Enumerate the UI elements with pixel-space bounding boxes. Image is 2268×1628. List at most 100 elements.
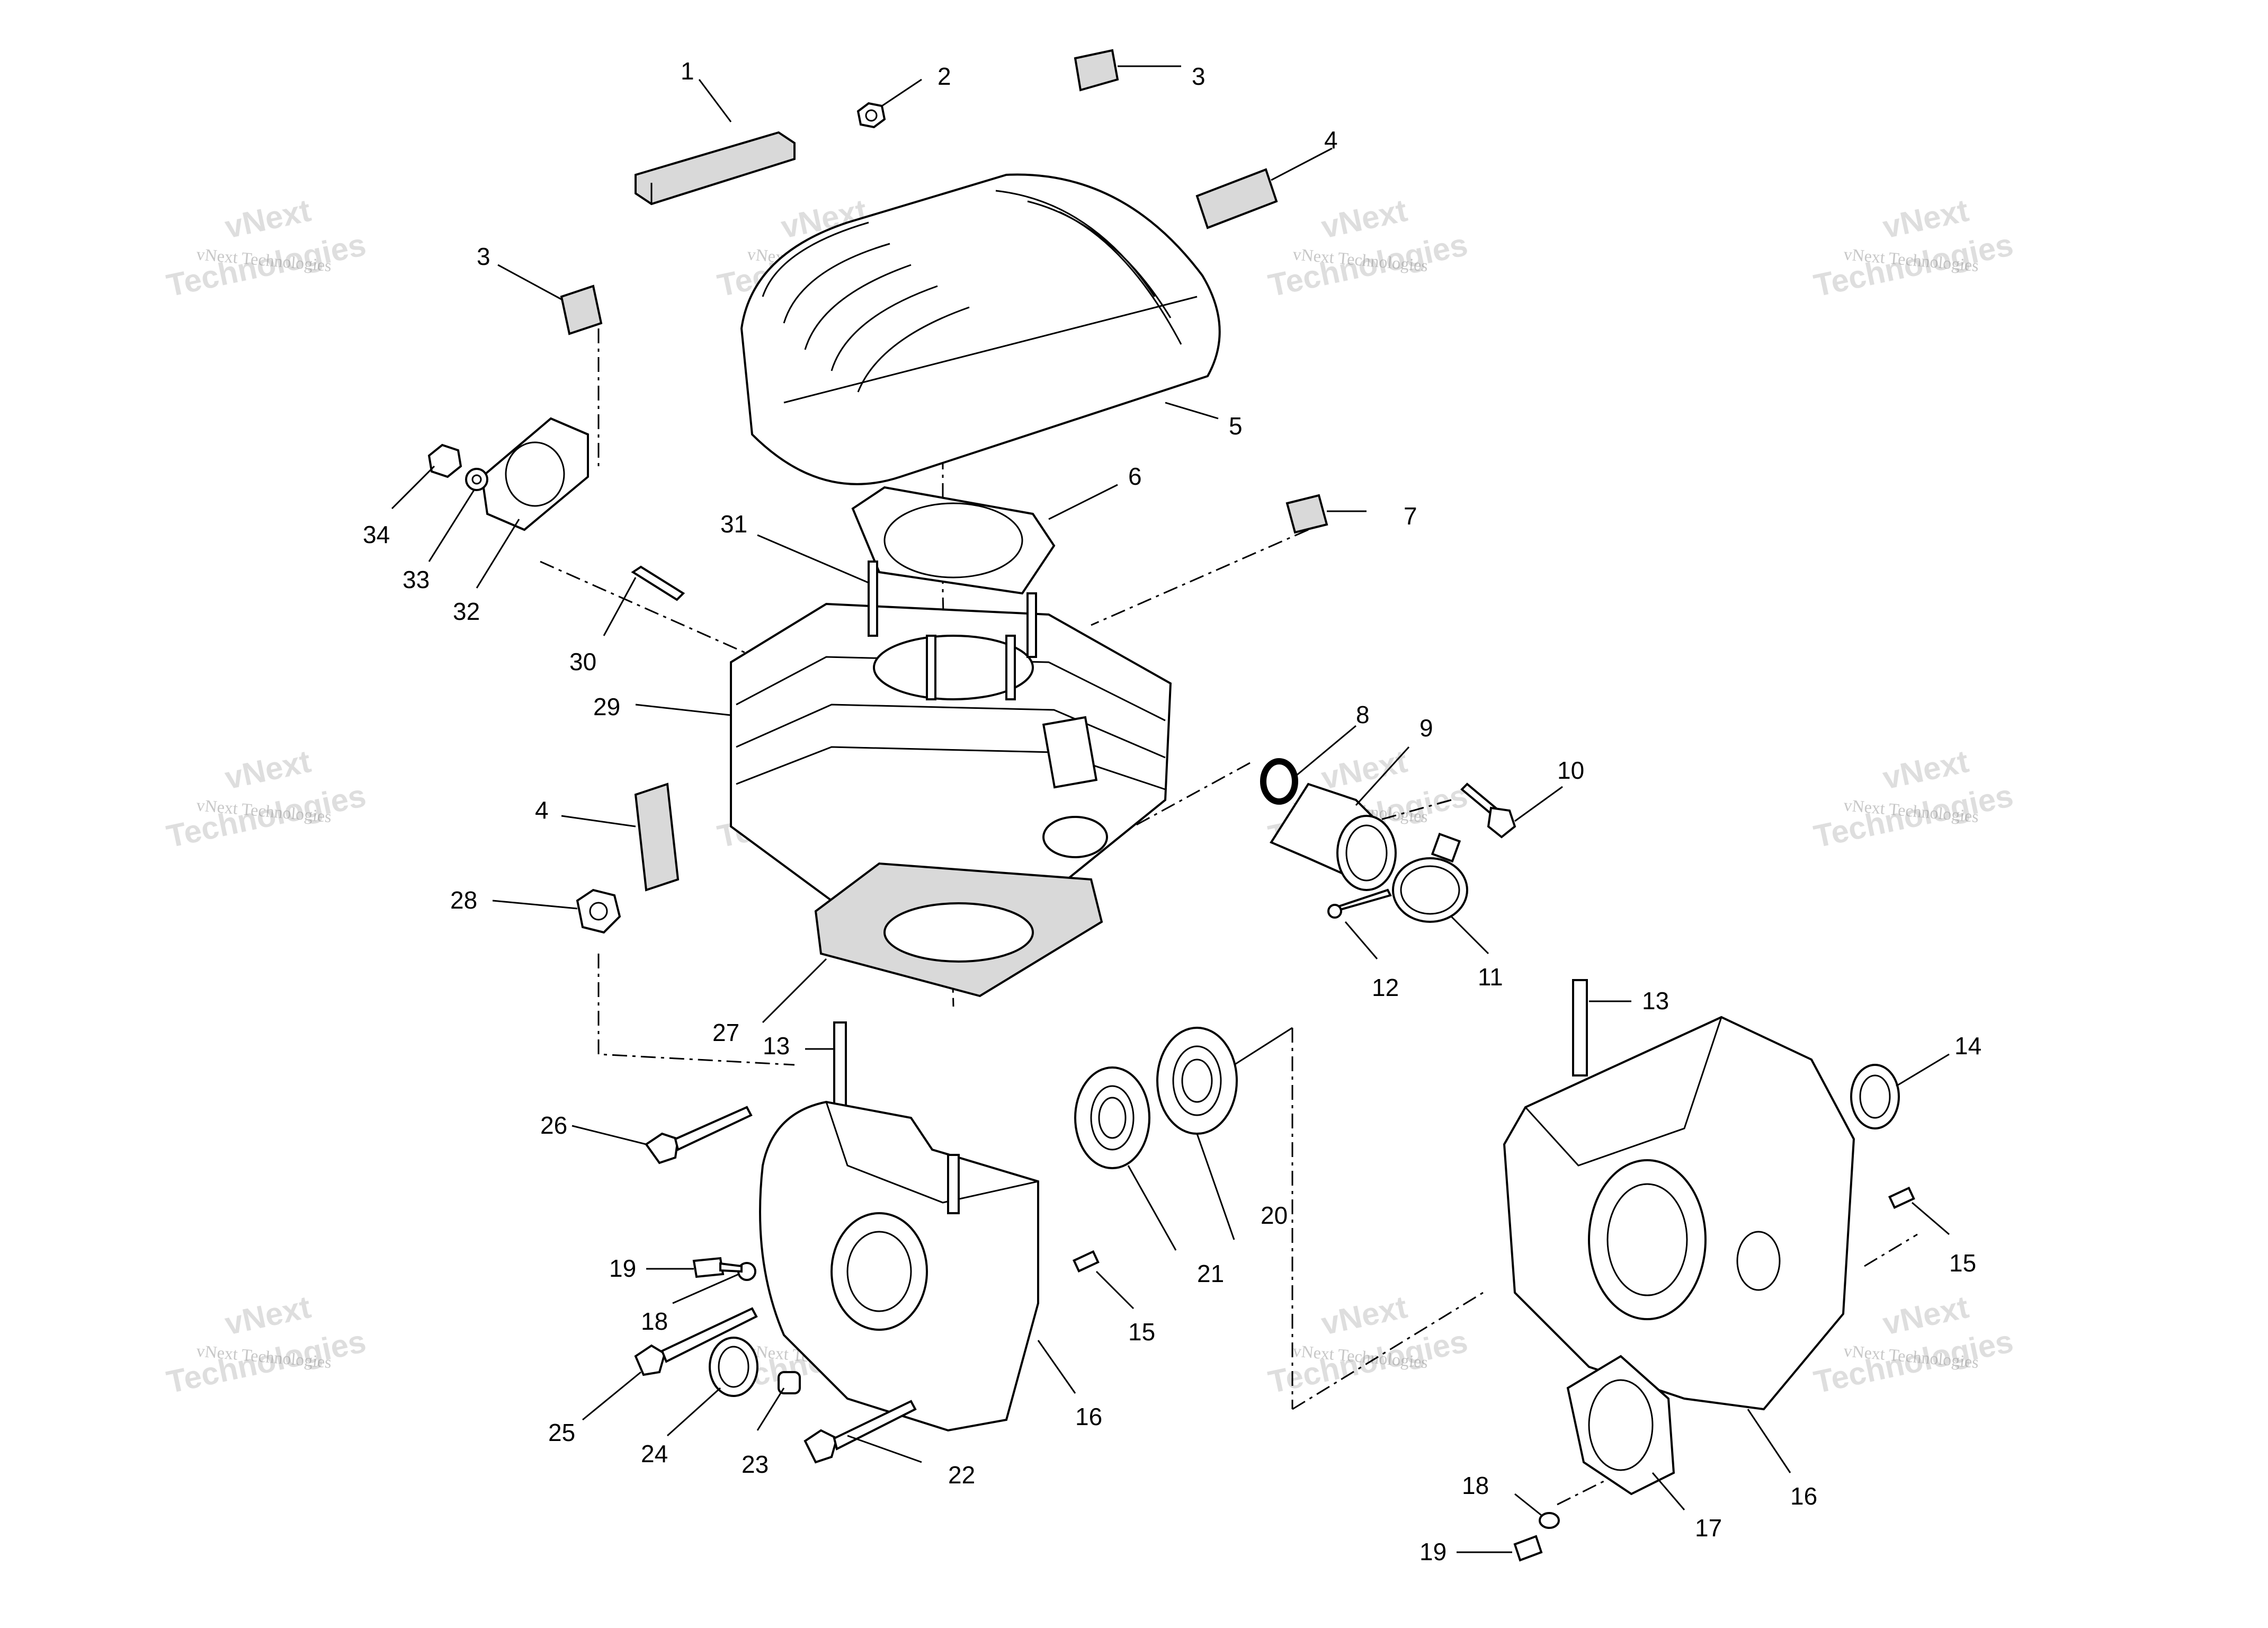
part-4-damper-top — [1195, 168, 1278, 229]
callout-12: 12 — [1372, 974, 1399, 1001]
assembly-line-cap-right — [1091, 529, 1309, 626]
leader-27 — [762, 958, 827, 1024]
leader-31 — [757, 534, 869, 584]
part-3-damper-block-top — [1074, 49, 1119, 92]
part-9-intake-manifold — [1270, 782, 1397, 891]
part-17-side-gasket — [1566, 1355, 1675, 1496]
leader-30 — [603, 577, 637, 636]
watermark-big-word: vNext — [222, 743, 314, 796]
leader-1 — [698, 79, 732, 122]
leader-26 — [572, 1125, 647, 1145]
watermark-big-word: vNext — [1318, 743, 1410, 796]
part-30-stud — [631, 565, 685, 601]
part-6-head-gasket — [851, 486, 1056, 595]
part-4-damper-left — [634, 782, 680, 892]
callout-24: 24 — [641, 1440, 668, 1467]
leader-3b — [497, 264, 562, 300]
watermark-bottom-left: vNext Technologies vNext Technologies — [164, 1289, 369, 1400]
leader-4b — [561, 815, 636, 828]
leader-17 — [1651, 1472, 1685, 1510]
part-34-nut — [427, 443, 462, 478]
part-21-bearing — [1074, 1066, 1150, 1169]
leader-21 — [1127, 1165, 1177, 1251]
leader-23 — [756, 1387, 785, 1431]
callout-16-left: 16 — [1075, 1403, 1102, 1430]
callout-13-right: 13 — [1642, 987, 1669, 1015]
leader-11 — [1450, 915, 1489, 955]
leader-33 — [428, 490, 475, 562]
callout-31: 31 — [720, 510, 747, 538]
part-3-damper-block-left — [560, 284, 603, 335]
callout-26: 26 — [540, 1111, 567, 1139]
callout-7: 7 — [1404, 502, 1417, 530]
callout-8: 8 — [1356, 701, 1370, 728]
parts-layer — [427, 49, 1915, 1562]
leader-18b — [1514, 1493, 1542, 1516]
callout-4-top: 4 — [1324, 126, 1338, 154]
callout-1: 1 — [681, 57, 694, 85]
leader-12 — [1344, 921, 1378, 959]
assembly-line-nut — [597, 954, 795, 1066]
watermark-bottom-mid-right: vNext Technologies vNext Technologies — [1265, 1289, 1471, 1400]
part-14-oil-seal — [1850, 1064, 1900, 1129]
part-20-bearing — [1156, 1027, 1238, 1135]
callout-19-left: 19 — [609, 1255, 636, 1282]
callout-33: 33 — [403, 566, 430, 593]
callout-14: 14 — [1954, 1032, 1981, 1060]
watermark-big-word: vNext — [222, 1289, 314, 1342]
leader-16a — [1037, 1340, 1076, 1394]
leader-24 — [666, 1387, 721, 1437]
watermark-top-right: vNext Technologies vNext Technologies — [1811, 192, 2016, 304]
part-16-crankcase-right — [1503, 1016, 1855, 1411]
part-25-long-bolt — [634, 1307, 758, 1376]
part-22-bolt — [803, 1400, 917, 1464]
leader-14 — [1896, 1053, 1950, 1087]
part-1-damper-strip — [635, 131, 796, 206]
callout-11: 11 — [1478, 963, 1503, 991]
callout-34: 34 — [363, 521, 390, 548]
watermark-mid-right: vNext Technologies vNext Technologies — [1811, 743, 2016, 855]
part-19-screw-right — [1513, 1535, 1543, 1562]
leader-29 — [635, 704, 731, 716]
assembly-line-pin — [1864, 1233, 1918, 1267]
assembly-line-bolt — [1355, 799, 1452, 828]
leader-15b — [1912, 1202, 1950, 1235]
part-15-pin-right — [1888, 1186, 1915, 1209]
callout-23: 23 — [742, 1451, 769, 1478]
watermark-mid-left: vNext Technologies vNext Technologies — [164, 743, 369, 855]
part-26-long-bolt — [645, 1106, 753, 1164]
callout-27: 27 — [712, 1019, 739, 1046]
callout-21: 21 — [1197, 1260, 1224, 1287]
callout-20: 20 — [1261, 1202, 1288, 1229]
callout-4-left: 4 — [535, 796, 549, 824]
callout-18-left: 18 — [641, 1307, 668, 1335]
watermark-top-left: vNext Technologies vNext Technologies — [164, 192, 369, 304]
part-13-stud-right — [1572, 979, 1588, 1077]
part-27-base-gasket — [814, 862, 1103, 998]
callout-28: 28 — [450, 886, 477, 914]
leader-15a — [1095, 1270, 1135, 1310]
callout-labels: 1 2 3 3 4 4 5 6 7 8 9 10 11 12 13 13 14 … — [363, 57, 1981, 1565]
callout-10: 10 — [1557, 757, 1584, 784]
part-8-o-ring — [1260, 758, 1298, 805]
part-31-studs — [868, 561, 1037, 700]
callout-22: 22 — [948, 1461, 975, 1489]
part-10-bolt — [1460, 782, 1516, 839]
watermark-top-mid-right: vNext Technologies vNext Technologies — [1265, 192, 1471, 304]
leader-8 — [1292, 725, 1356, 780]
part-29-cylinder — [730, 602, 1172, 902]
leader-2 — [881, 78, 922, 107]
watermark-big-word: vNext — [1318, 1289, 1410, 1342]
callout-13-left: 13 — [763, 1032, 790, 1060]
callout-30: 30 — [569, 648, 596, 675]
assembly-line-crankcase — [1292, 1292, 1484, 1410]
leader-5 — [1165, 402, 1219, 420]
leader-lines — [391, 65, 1950, 1553]
leader-32 — [476, 519, 520, 589]
leader-18a — [672, 1273, 739, 1304]
part-32-exhaust-gasket — [480, 417, 589, 531]
part-12-screw — [1327, 888, 1392, 919]
callout-15-left: 15 — [1128, 1318, 1155, 1346]
callout-3-left: 3 — [477, 243, 490, 270]
